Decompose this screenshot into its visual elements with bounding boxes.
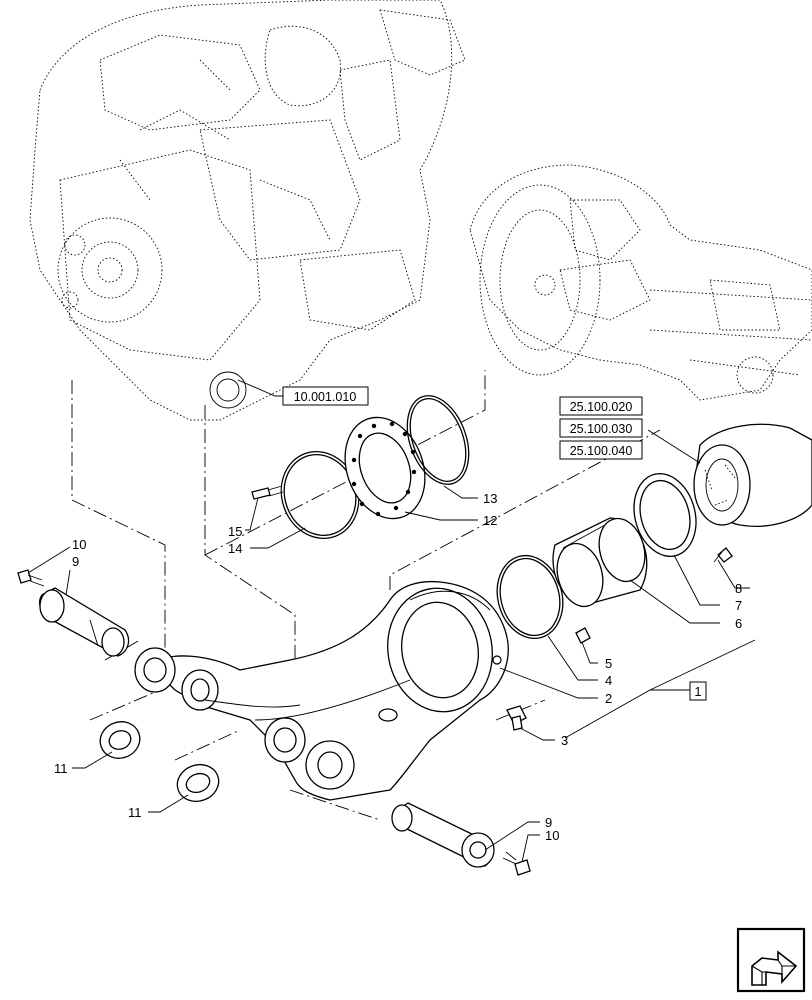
- part-11-washer-upper: [99, 721, 141, 759]
- part-10-bolt-lower: [502, 851, 531, 876]
- callout-12: 12: [483, 513, 497, 528]
- leader-lines: [27, 379, 756, 863]
- reference-box-25-100-030[interactable]: 25.100.030: [559, 418, 643, 438]
- axle-pivot-housing: [693, 423, 812, 527]
- reference-label: 25.100.020: [570, 400, 633, 414]
- part-15-bolt: [251, 485, 284, 500]
- callout-14: 14: [228, 541, 242, 556]
- callout-15: 15: [228, 524, 242, 539]
- callout-7: 7: [735, 598, 742, 613]
- part-12-flange-washer: [344, 416, 426, 520]
- callout-4: 4: [605, 673, 612, 688]
- callout-2: 2: [605, 691, 612, 706]
- callout-11-lower: 11: [128, 805, 142, 820]
- part-6-bushing: [552, 517, 648, 608]
- part-11-washer-lower: [176, 763, 220, 803]
- part-7-ring: [633, 473, 697, 557]
- reference-box-10-001-010[interactable]: 10.001.010: [282, 386, 369, 406]
- callout-10-upper: 10: [72, 537, 86, 552]
- part-10-bolt-upper: [17, 569, 45, 587]
- part-8-bolt: [713, 547, 733, 563]
- next-page-arrow-icon[interactable]: [736, 927, 806, 993]
- callout-5: 5: [605, 656, 612, 671]
- part-3-grease-fitting: [506, 705, 527, 731]
- front-axle-illustration: [469, 164, 812, 401]
- part-13-o-ring: [406, 395, 470, 485]
- callout-9-lower: 9: [545, 815, 552, 830]
- callout-10-lower: 10: [545, 828, 559, 843]
- assembly-box-1: 1: [689, 681, 707, 701]
- callout-13: 13: [483, 491, 497, 506]
- reference-label: 10.001.010: [294, 390, 357, 404]
- engine-illustration: [29, 0, 466, 421]
- callout-1: 1: [694, 684, 701, 699]
- callout-9-upper: 9: [72, 554, 79, 569]
- part-5-pin: [575, 627, 591, 644]
- part-9-pivot-pin-upper: [39, 587, 130, 657]
- callout-3: 3: [561, 733, 568, 748]
- callout-8: 8: [735, 581, 742, 596]
- callout-11-upper: 11: [54, 761, 68, 776]
- callout-6: 6: [735, 616, 742, 631]
- reference-box-25-100-020[interactable]: 25.100.020: [559, 396, 643, 416]
- part-9-pivot-pin-lower: [391, 802, 495, 868]
- reference-label: 25.100.030: [570, 422, 633, 436]
- reference-box-25-100-040[interactable]: 25.100.040: [559, 440, 643, 460]
- part-2-axle-support: [134, 580, 509, 801]
- reference-label: 25.100.040: [570, 444, 633, 458]
